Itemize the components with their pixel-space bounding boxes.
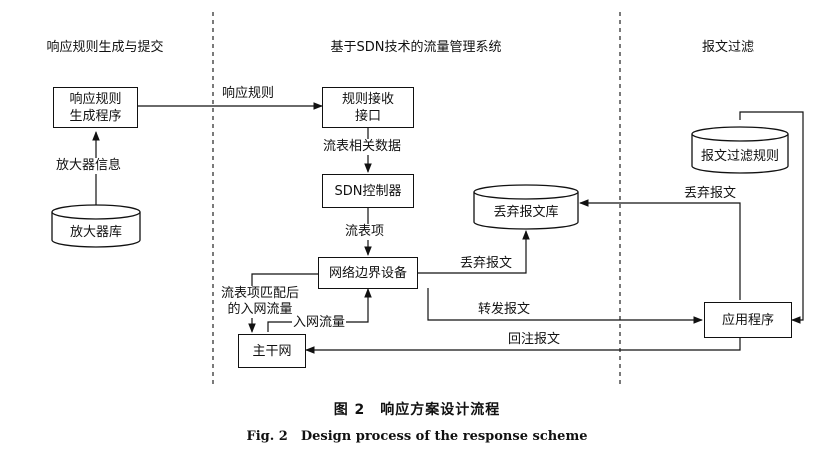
drop-db-cylinder xyxy=(473,184,579,230)
figure-caption-en: Fig. 2 Design process of the response sc… xyxy=(246,429,588,444)
node-sdn-controller: SDN控制器 xyxy=(322,174,414,208)
edge-label-drop-from-app: 丢弃报文 xyxy=(684,186,737,201)
arrow-app-to-dropdb xyxy=(579,199,741,300)
edge-label-matched-flow-line1: 流表项匹配后 xyxy=(221,286,300,301)
arrow-app-to-backbone xyxy=(305,338,741,354)
edge-label-matched-flow: 流表项匹配后 的入网流量 xyxy=(221,286,300,318)
amp-db-cylinder xyxy=(51,204,141,248)
edge-label-reinject: 回注报文 xyxy=(508,332,561,347)
node-dropped-packet-db: 丢弃报文库 xyxy=(493,205,559,220)
filter-rules-cylinder xyxy=(691,126,789,174)
node-rule-interface: 规则接收 接口 xyxy=(322,87,414,128)
column-title-rule-generation: 响应规则生成与提交 xyxy=(46,40,164,55)
edge-label-response-rule: 响应规则 xyxy=(222,86,275,101)
node-amplifier-db: 放大器库 xyxy=(69,225,122,240)
edge-label-flow-entry: 流表项 xyxy=(345,224,385,240)
node-edge-device: 网络边界设备 xyxy=(318,257,418,289)
arrow-edge-to-dropdb xyxy=(418,230,530,274)
edge-label-amplifier-info: 放大器信息 xyxy=(56,158,122,174)
arrow-rules-to-app xyxy=(739,111,804,324)
figure-caption-cn: 图 2 响应方案设计流程 xyxy=(333,402,501,418)
node-backbone: 主干网 xyxy=(238,334,306,368)
edge-label-ingress-flow: 入网流量 xyxy=(292,315,347,331)
edge-label-forward: 转发报文 xyxy=(478,302,531,317)
node-application: 应用程序 xyxy=(704,302,792,338)
edge-label-matched-flow-line2: 的入网流量 xyxy=(227,302,293,317)
column-title-traffic-management: 基于SDN技术的流量管理系统 xyxy=(330,40,502,55)
node-rule-generator: 响应规则 生成程序 xyxy=(53,87,138,128)
arrow-edge-to-app xyxy=(427,288,703,324)
column-title-packet-filtering: 报文过滤 xyxy=(701,40,754,55)
edge-label-drop-from-edge: 丢弃报文 xyxy=(460,256,513,271)
node-filter-rules: 报文过滤规则 xyxy=(700,149,779,164)
edge-label-flow-data: 流表相关数据 xyxy=(323,139,402,155)
